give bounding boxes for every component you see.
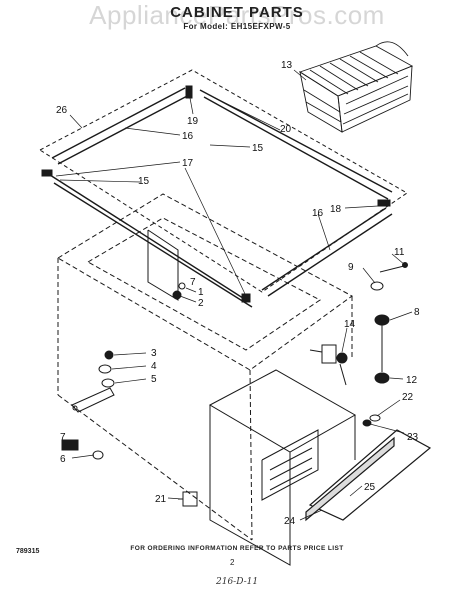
ordering-note: FOR ORDERING INFORMATION REFER TO PARTS … [130,545,344,552]
callout-19: 19 [187,116,199,127]
gasket-clips [41,85,391,303]
callout-21: 21 [155,494,167,505]
callout-23: 23 [407,432,419,443]
cabinet-body [57,193,353,541]
callout-9: 9 [348,262,354,273]
callout-8: 8 [414,307,420,318]
callout-12: 12 [406,375,418,386]
callout-3: 3 [151,348,157,359]
callout-6: 6 [60,454,66,465]
callout-25: 25 [364,482,376,493]
callout-20: 20 [280,124,292,135]
leader-lines [55,69,413,521]
thermostat-assembly [309,344,348,386]
callout-26: 26 [56,105,68,116]
small-hardware [362,262,408,427]
callout-18: 18 [330,204,342,215]
callout-11: 11 [394,247,405,258]
callout-17: 17 [182,158,194,169]
callout-15b: 15 [138,176,150,187]
callout-7b: 7 [60,432,66,443]
lock-assembly [61,350,115,460]
page-title: CABINET PARTS [170,4,304,21]
diagram-code: 789315 [16,548,40,555]
lid-frame [39,69,408,293]
callout-2: 2 [198,298,204,309]
watermark-text: AppliancePartsPros.com [89,0,385,30]
callout-13: 13 [281,60,293,71]
storage-basket [298,41,414,133]
callout-16b: 16 [312,208,324,219]
machine-compartment [208,369,357,566]
handwritten-note: 216-D-11 [216,577,259,587]
callout-5: 5 [151,374,157,385]
callout-22: 22 [402,392,414,403]
hinge-plate [147,229,186,301]
callout-1: 1 [198,287,204,298]
callout-14: 14 [344,319,356,330]
callout-16a: 16 [182,131,194,142]
access-panel [305,429,432,522]
callout-24: 24 [284,516,296,527]
callout-4: 4 [151,361,157,372]
page-number: 2 [230,558,235,567]
model-subtitle: For Model: EH15EFXPW-5 [183,22,291,31]
callout-7a: 7 [190,277,196,288]
callout-labels: 13 26 19 20 16 15 17 15 18 16 11 9 8 7 1… [56,60,420,527]
callout-15a: 15 [252,143,264,154]
